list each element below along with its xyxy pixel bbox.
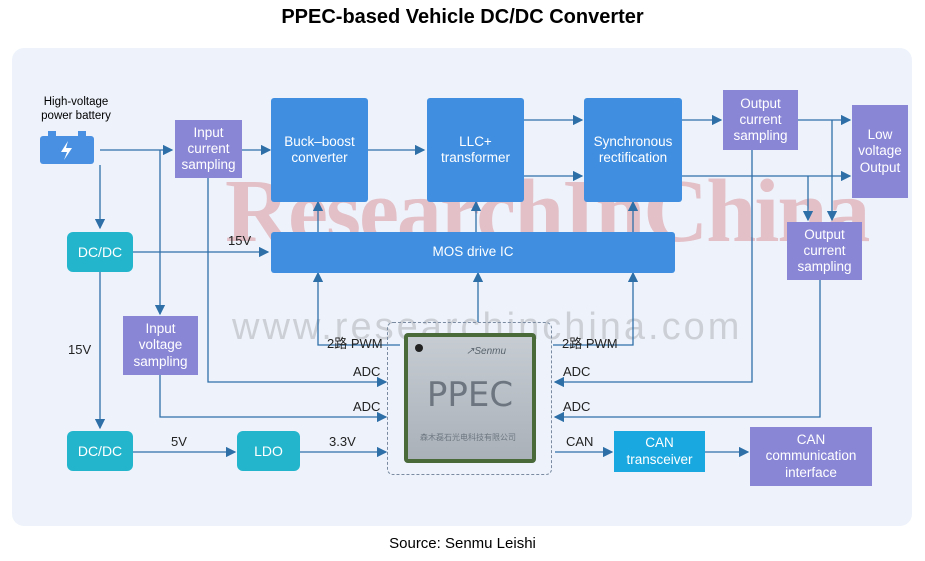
can-transceiver-block: CAN transceiver xyxy=(614,431,705,472)
source-caption: Source: Senmu Leishi xyxy=(389,535,536,552)
chip-brand: ↗Senmu xyxy=(466,346,507,357)
label-pwm-left: 2路 PWM xyxy=(327,336,383,351)
label-adc-right-1: ADC xyxy=(563,364,591,379)
label-5v: 5V xyxy=(171,434,187,449)
buck-boost-converter-block: Buck–boost converter xyxy=(271,98,368,202)
label-15v-left: 15V xyxy=(68,342,92,357)
ppec-chip xyxy=(404,333,536,463)
chip-pin1-marker xyxy=(415,344,423,352)
label-adc-right-2: ADC xyxy=(563,399,591,414)
ppec-chip-frame xyxy=(387,322,552,475)
can-communication-interface-block: CAN communication interface xyxy=(750,427,872,486)
synchronous-rectification-block: Synchronous rectification xyxy=(584,98,682,202)
diagram-title: PPEC-based Vehicle DC/DC Converter xyxy=(281,6,644,28)
dcdc-top-block: DC/DC xyxy=(67,232,133,272)
ldo-block: LDO xyxy=(237,431,300,471)
label-adc-left-2: ADC xyxy=(353,399,381,414)
input-current-sampling-block: Input current sampling xyxy=(175,120,242,178)
label-3v3: 3.3V xyxy=(329,434,356,449)
label-adc-left-1: ADC xyxy=(353,364,381,379)
label-pwm-right: 2路 PWM xyxy=(562,336,618,351)
input-voltage-sampling-block: Input voltage sampling xyxy=(123,316,198,375)
output-current-sampling-mid-block: Output current sampling xyxy=(787,222,862,280)
dcdc-bottom-block: DC/DC xyxy=(67,431,133,471)
battery-label: High-voltage power battery xyxy=(41,96,111,122)
label-15v-top: 15V xyxy=(228,233,252,248)
chip-name: PPEC xyxy=(426,375,514,415)
mos-drive-ic-block: MOS drive IC xyxy=(271,232,675,273)
output-current-sampling-top-block: Output current sampling xyxy=(723,90,798,150)
llc-transformer-block: LLC+ transformer xyxy=(427,98,524,202)
low-voltage-output-block: Low voltage Output xyxy=(852,105,908,198)
label-can: CAN xyxy=(566,434,594,449)
battery-icon xyxy=(40,131,94,164)
chip-small-text: 森木磊石光电科技有限公司 xyxy=(420,433,516,442)
